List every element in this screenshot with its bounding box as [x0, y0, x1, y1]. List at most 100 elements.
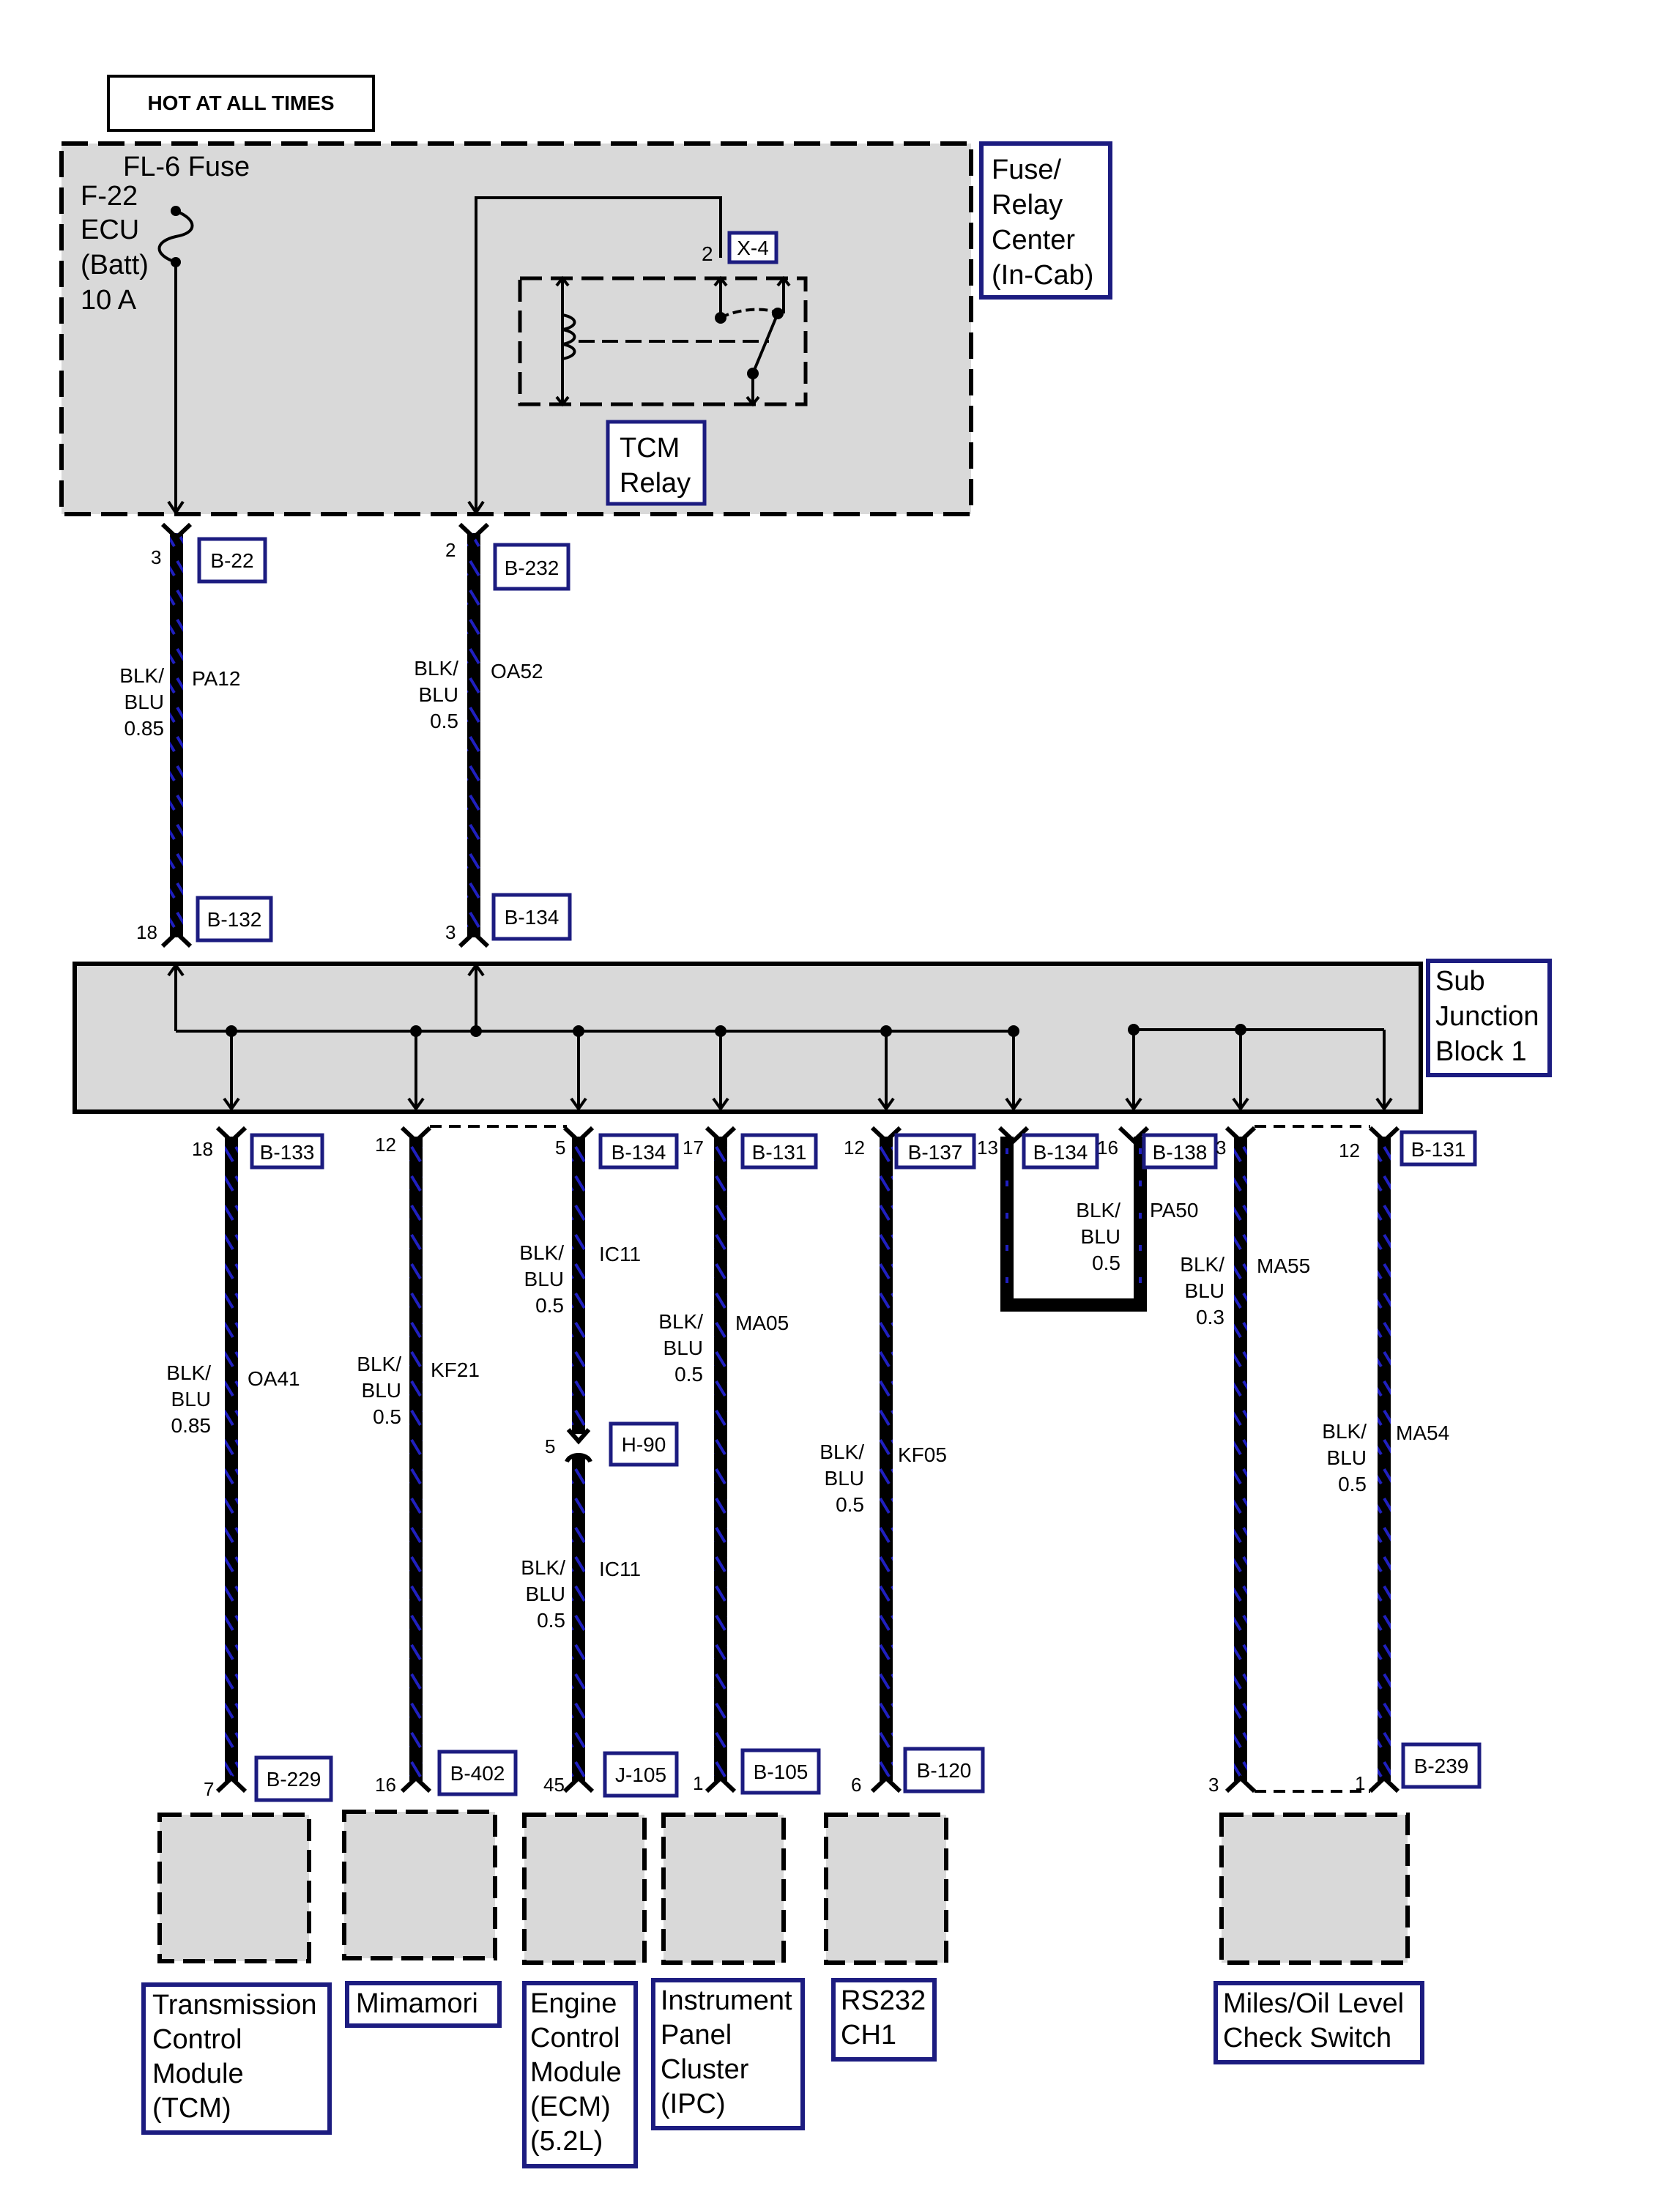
svg-text:BLK/: BLK/: [658, 1310, 703, 1333]
svg-text:0.5: 0.5: [373, 1405, 401, 1428]
wire-ma54: 12 1 BLK/ BLU 0.5 MA54: [1255, 1125, 1449, 1794]
wire-ma55: 3 3 BLK/ BLU 0.3 MA55: [1180, 1126, 1310, 1796]
jumper-pa50: 13 16 BLK/ BLU 0.5 PA50: [977, 1126, 1198, 1312]
svg-text:2: 2: [445, 539, 456, 561]
svg-text:PA12: PA12: [192, 667, 240, 690]
sub-junction-bus: [167, 962, 1393, 1112]
tcm-label: Transmission Control Module (TCM): [141, 1982, 332, 2135]
svg-text:0.5: 0.5: [1338, 1473, 1367, 1495]
svg-text:CH1: CH1: [841, 2020, 896, 2051]
connector-b-22: B-22: [197, 537, 267, 584]
connector-b-134-upper: B-134: [491, 893, 572, 941]
svg-text:(5.2L): (5.2L): [530, 2126, 603, 2157]
fuse-label: FL-6 Fuse F-22 ECU (Batt) 10 A: [81, 152, 250, 316]
tcm-box: [157, 1813, 311, 1963]
svg-text:B-232: B-232: [505, 557, 560, 579]
svg-text:1: 1: [693, 1772, 703, 1794]
svg-text:B-138: B-138: [1153, 1141, 1208, 1164]
fuse-relay-center-label: Fuse/ Relay Center (In-Cab): [979, 141, 1112, 300]
svg-text:Junction: Junction: [1435, 1001, 1539, 1032]
svg-text:KF21: KF21: [431, 1358, 480, 1381]
svg-text:(TCM): (TCM): [152, 2093, 231, 2124]
svg-text:BLU: BLU: [171, 1388, 211, 1410]
svg-text:MA54: MA54: [1396, 1421, 1449, 1444]
svg-text:Control: Control: [530, 2023, 620, 2053]
svg-text:IC11: IC11: [599, 1558, 641, 1580]
connector-b-137: B-137: [894, 1133, 976, 1170]
svg-text:3: 3: [151, 546, 161, 568]
svg-text:B-120: B-120: [917, 1759, 972, 1782]
svg-text:H-90: H-90: [622, 1433, 666, 1456]
svg-text:TCM: TCM: [620, 433, 680, 464]
svg-text:Fuse/: Fuse/: [992, 155, 1061, 185]
ecm-box: [522, 1813, 647, 1965]
svg-text:12: 12: [1339, 1140, 1360, 1161]
svg-text:3: 3: [445, 921, 456, 943]
mimamori-box: [342, 1810, 497, 1960]
svg-text:BLK/: BLK/: [1180, 1253, 1224, 1276]
svg-text:Mimamori: Mimamori: [356, 1988, 478, 2019]
svg-text:0.5: 0.5: [535, 1294, 564, 1317]
wire-pa12: 3 18 BLK/ BLU 0.85 PA12: [119, 522, 240, 948]
mimamori-label: Mimamori: [345, 1981, 502, 2028]
svg-text:BLU: BLU: [1185, 1279, 1224, 1302]
sub-junction-block-label: Sub Junction Block 1: [1426, 959, 1552, 1077]
svg-text:OA41: OA41: [248, 1367, 300, 1390]
svg-text:16: 16: [1097, 1137, 1118, 1159]
ipc-box: [661, 1813, 786, 1965]
svg-text:Sub: Sub: [1435, 966, 1485, 997]
svg-text:BLU: BLU: [124, 691, 164, 713]
connector-b-131-miles: B-131: [1400, 1130, 1477, 1167]
svg-text:BLK/: BLK/: [119, 664, 164, 687]
ecm-label: Engine Control Module (ECM) (5.2L): [522, 1981, 638, 2168]
connector-b-133: B-133: [250, 1133, 324, 1170]
svg-text:3: 3: [1208, 1774, 1219, 1796]
svg-text:0.5: 0.5: [1092, 1252, 1120, 1274]
svg-text:12: 12: [844, 1137, 865, 1159]
wire-kf05: 12 6 BLK/ BLU 0.5 KF05: [819, 1126, 947, 1796]
svg-text:B-132: B-132: [207, 908, 262, 931]
svg-text:BLU: BLU: [664, 1337, 703, 1359]
svg-text:Engine: Engine: [530, 1988, 617, 2019]
svg-text:Instrument: Instrument: [661, 1985, 792, 2016]
svg-text:13: 13: [977, 1137, 998, 1159]
svg-text:BLK/: BLK/: [357, 1353, 401, 1375]
svg-text:B-105: B-105: [754, 1761, 809, 1783]
svg-text:BLK/: BLK/: [166, 1361, 211, 1384]
svg-text:BLK/: BLK/: [519, 1241, 564, 1264]
connector-b-229: B-229: [254, 1755, 333, 1802]
svg-text:B-134: B-134: [612, 1141, 666, 1164]
svg-text:X-4: X-4: [737, 237, 769, 259]
connector-b-134-lower: B-134: [598, 1133, 679, 1170]
connector-b-132: B-132: [196, 896, 273, 943]
svg-text:B-133: B-133: [260, 1141, 315, 1164]
svg-text:45: 45: [543, 1774, 565, 1796]
svg-text:B-134: B-134: [505, 906, 560, 929]
svg-text:BLK/: BLK/: [414, 657, 458, 680]
svg-text:BLK/: BLK/: [521, 1556, 565, 1579]
svg-text:18: 18: [192, 1138, 213, 1160]
svg-text:3: 3: [1216, 1137, 1226, 1159]
svg-text:(Batt): (Batt): [81, 250, 149, 280]
svg-text:BLK/: BLK/: [1322, 1420, 1367, 1443]
svg-text:18: 18: [136, 921, 157, 943]
svg-text:Cluster: Cluster: [661, 2054, 749, 2085]
svg-text:1: 1: [1355, 1772, 1365, 1794]
svg-text:BLU: BLU: [526, 1583, 565, 1605]
svg-text:FL-6 Fuse: FL-6 Fuse: [123, 152, 250, 182]
connector-b-134-jumper: B-134: [1022, 1133, 1099, 1170]
wire-ma05: 17 1 BLK/ BLU 0.5 MA05: [658, 1126, 789, 1794]
connector-b-131: B-131: [740, 1133, 818, 1170]
svg-text:B-402: B-402: [450, 1762, 505, 1785]
svg-text:KF05: KF05: [898, 1443, 947, 1466]
svg-text:Module: Module: [152, 2059, 244, 2089]
svg-text:5: 5: [555, 1137, 565, 1159]
svg-text:0.85: 0.85: [124, 717, 165, 740]
svg-text:0.3: 0.3: [1196, 1306, 1224, 1328]
svg-text:MA05: MA05: [735, 1312, 789, 1334]
svg-text:BLK/: BLK/: [819, 1440, 864, 1463]
svg-text:0.5: 0.5: [537, 1609, 565, 1632]
wire-kf21: 12 16 BLK/ BLU 0.5 KF21: [357, 1125, 567, 1796]
connector-b-239: B-239: [1401, 1742, 1482, 1789]
